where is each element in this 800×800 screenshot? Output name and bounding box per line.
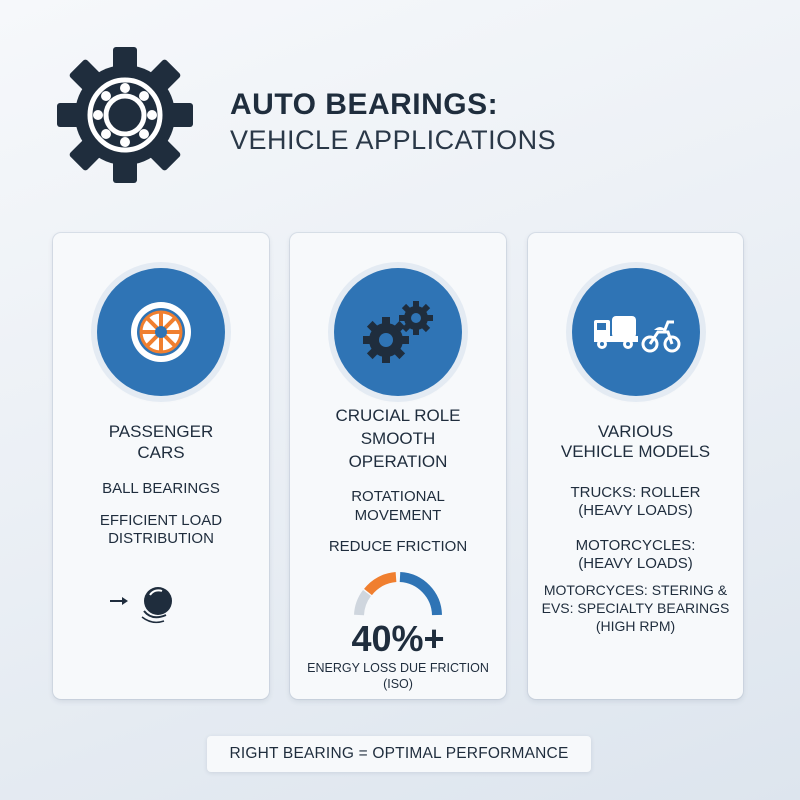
card-heading-line: VEHICLE MODELS xyxy=(560,442,711,461)
card-vehicle-models: VARIOUS VEHICLE MODELS TRUCKS: ROLLER (H… xyxy=(528,233,743,699)
card-item: MOTORCYCLES: xyxy=(575,537,696,554)
ball-bearing-icon xyxy=(141,587,172,624)
gear-bearing-icon xyxy=(57,47,193,183)
title-line-1: AUTO BEARINGS: xyxy=(230,88,499,121)
card-item: DISTRIBUTION xyxy=(108,530,214,547)
card-item: BALL BEARINGS xyxy=(102,480,220,497)
card-item: (HEAVY LOADS) xyxy=(578,502,693,519)
card-item: TRUCKS: ROLLER xyxy=(570,484,701,501)
wheel-icon xyxy=(131,302,191,362)
page-title: AUTO BEARINGS: VEHICLE APPLICATIONS xyxy=(230,88,556,158)
gauge-icon xyxy=(354,572,442,616)
card-heading-line: VARIOUS xyxy=(597,422,674,441)
card-item: EVS: SPECIALTY BEARINGS xyxy=(541,600,730,616)
stat-caption: (ISO) xyxy=(383,677,413,691)
card-heading-line: CRUCIAL ROLE xyxy=(335,406,461,425)
footer-text: RIGHT BEARING = OPTIMAL PERFORMANCE xyxy=(229,745,569,762)
card-heading-line: OPERATION xyxy=(348,452,448,471)
title-line-2: VEHICLE APPLICATIONS xyxy=(230,125,557,155)
card-item: ROTATIONAL xyxy=(351,488,445,505)
ball-motion-graphic xyxy=(110,587,172,624)
card-icon-circle xyxy=(97,268,225,396)
card-item: MOTORCYCES: STERING & xyxy=(543,582,728,598)
card-item: REDUCE FRICTION xyxy=(328,538,468,555)
stat-caption: ENERGY LOSS DUE FRICTION xyxy=(307,661,489,675)
card-heading-line: SMOOTH xyxy=(360,429,436,448)
card-crucial-role: CRUCIAL ROLE SMOOTH OPERATION ROTATIONAL… xyxy=(290,233,506,699)
card-icon-circle xyxy=(334,268,462,396)
card-icon-circle xyxy=(571,268,700,396)
stat-value: 40%+ xyxy=(351,618,445,659)
arrow-right-icon xyxy=(110,597,128,605)
card-passenger-cars: PASSENGER CARS BALL BEARINGS EFFICIENT L… xyxy=(53,233,269,699)
card-item: (HIGH RPM) xyxy=(595,618,676,634)
footer-banner: RIGHT BEARING = OPTIMAL PERFORMANCE xyxy=(207,736,591,772)
card-item: EFFICIENT LOAD xyxy=(99,512,223,529)
gears-icon xyxy=(363,301,433,363)
card-heading-line: CARS xyxy=(137,443,185,462)
card-item: (HEAVY LOADS) xyxy=(578,555,693,572)
card-item: MOVEMENT xyxy=(354,507,442,524)
truck-motorcycle-icon xyxy=(593,316,680,353)
card-heading-line: PASSENGER xyxy=(108,422,214,441)
